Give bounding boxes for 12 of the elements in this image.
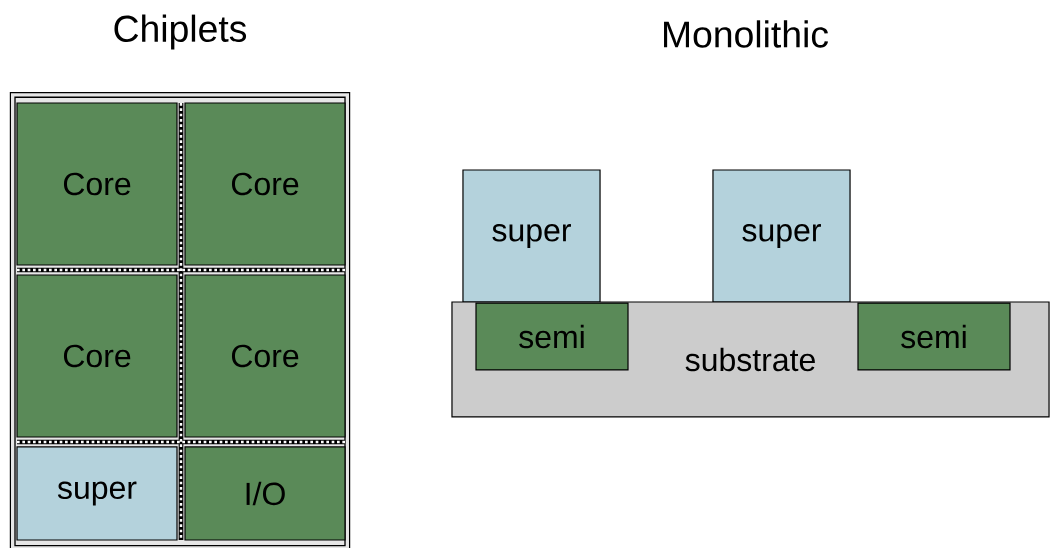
chiplet-box: Core	[16, 102, 178, 266]
chiplet-box: Core	[184, 274, 346, 438]
chiplet-box: Core	[16, 274, 178, 438]
section-title: Monolithic	[664, 20, 828, 48]
chiplet-box: I/O	[184, 446, 346, 541]
layer-box: super	[462, 169, 601, 303]
layer-box: super	[712, 169, 851, 303]
chiplet-box: super	[16, 446, 178, 541]
layer-box: semi	[857, 302, 1011, 371]
chiplet-box: Core	[184, 102, 346, 266]
section-title: Chiplets	[114, 14, 247, 50]
layer-box: semi	[475, 302, 629, 371]
